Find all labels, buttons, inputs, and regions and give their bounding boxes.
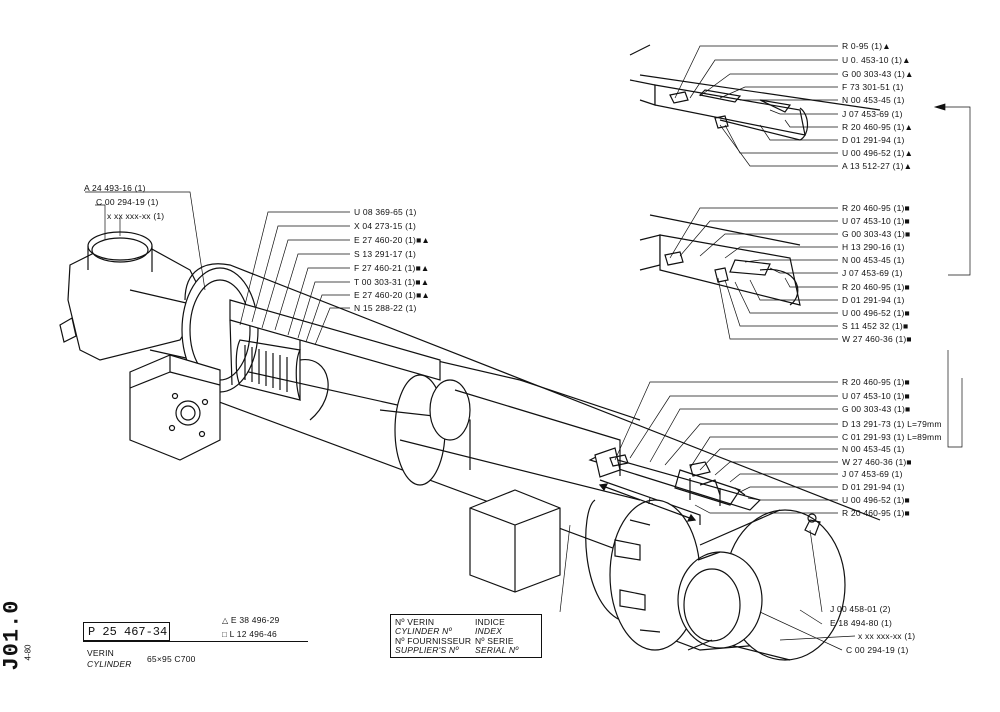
description-en: CYLINDER xyxy=(87,659,132,669)
gland-c-part-label: D 01 291-94 (1) xyxy=(842,482,905,492)
variant-ref: △ E 38 496-29 xyxy=(222,615,280,625)
gland-b-part-label: U 00 496-52 (1)■ xyxy=(842,308,910,318)
cylinder-barrel xyxy=(159,263,881,611)
leader-lines-c xyxy=(614,350,963,514)
base-part-label: E 18 494-80 (1) xyxy=(830,618,893,628)
base-part-label: J 00 458-01 (2) xyxy=(830,604,891,614)
gland-a-part-label: R 20 460-95 (1)▲ xyxy=(842,122,914,132)
gland-b-part-label: D 01 291-94 (1) xyxy=(842,295,905,305)
gland-a-part-label: F 73 301-51 (1) xyxy=(842,82,904,92)
piston-part-label: E 27 460-20 (1)■▲ xyxy=(354,235,431,245)
gland-c-part-label: D 13 291-73 (1) L=79mm xyxy=(842,419,942,429)
base-part-label: C 00 294-19 (1) xyxy=(846,645,909,655)
part-number: P 25 467-34 xyxy=(88,625,168,639)
gland-b-part-label: J 07 453-69 (1) xyxy=(842,268,903,278)
variant-ref: □ L 12 496-46 xyxy=(222,629,277,639)
gland-b-part-label: N 00 453-45 (1) xyxy=(842,255,905,265)
gland-b-part-label: W 27 460-36 (1)■ xyxy=(842,334,912,344)
gland-a-part-label: J 07 453-69 (1) xyxy=(842,109,903,119)
supplier-no-label: SUPPLIER'S Nº xyxy=(395,645,459,655)
gland-c-part-label: W 27 460-36 (1)■ xyxy=(842,457,912,467)
gland-b-part-label: G 00 303-43 (1)■ xyxy=(842,229,911,239)
description-size: 65×95 C700 xyxy=(147,654,196,664)
rod-end-label: x xx xxx-xx (1) xyxy=(107,211,165,221)
fournisseur-no-label: Nº FOURNISSEUR xyxy=(395,636,472,646)
leader-lines-piston xyxy=(239,211,350,346)
cylinder-no-label: CYLINDER Nº xyxy=(395,626,452,636)
gland-detail-c xyxy=(594,447,711,478)
description-fr: VERIN xyxy=(87,648,114,658)
gland-a-part-label: U 00 496-52 (1)▲ xyxy=(842,148,914,158)
indice-label: INDICE xyxy=(475,617,506,627)
gland-detail-b xyxy=(639,214,801,306)
serial-no-label: SERIAL Nº xyxy=(475,645,519,655)
gland-b-part-label: U 07 453-10 (1)■ xyxy=(842,216,910,226)
leader-lines-a xyxy=(674,45,971,276)
rod-end-label: C 00 294-19 (1) xyxy=(96,197,159,207)
port-block-base xyxy=(469,489,561,593)
rod-end-label: A 24 493-16 (1) xyxy=(84,183,146,193)
description-box: VERIN CYLINDER 65×95 C700 xyxy=(83,641,308,672)
piston-part-label: E 27 460-20 (1)■▲ xyxy=(354,290,431,300)
gland-c-part-label: C 01 291-93 (1) L=89mm xyxy=(842,432,942,442)
piston-part-label: F 27 460-21 (1)■▲ xyxy=(354,263,430,273)
leader-lines-ends xyxy=(85,191,856,651)
dimension-arrow-l xyxy=(598,483,697,522)
piston-part-label: S 13 291-17 (1) xyxy=(354,249,417,259)
gland-b-part-label: H 13 290-16 (1) xyxy=(842,242,905,252)
piston-part-label: N 15 288-22 (1) xyxy=(354,303,417,313)
serial-info-box: Nº VERIN CYLINDER Nº Nº FOURNISSEUR SUPP… xyxy=(390,614,542,658)
index-label: INDEX xyxy=(475,626,502,636)
date-code: 4-80 xyxy=(23,644,33,661)
base-part-label: x xx xxx-xx (1) xyxy=(858,631,916,641)
gland-c-part-label: R 20 460-95 (1)■ xyxy=(842,377,910,387)
gland-a-part-label: D 01 291-94 (1) xyxy=(842,135,905,145)
serie-label: Nº SERIE xyxy=(475,636,514,646)
port-block-rod xyxy=(129,354,221,461)
part-number-box: P 25 467-34 xyxy=(83,622,170,641)
gland-a-part-label: A 13 512-27 (1)▲ xyxy=(842,161,913,171)
gland-b-part-label: S 11 452 32 (1)■ xyxy=(842,321,909,331)
gland-a-part-label: U 0. 453-10 (1)▲ xyxy=(842,55,911,65)
piston-part-label: X 04 273-15 (1) xyxy=(354,221,417,231)
leader-lines-b xyxy=(669,207,838,340)
gland-a-part-label: N 00 453-45 (1) xyxy=(842,95,905,105)
gland-c-part-label: G 00 303-43 (1)■ xyxy=(842,404,911,414)
verin-no-label: Nº VERIN xyxy=(395,617,435,627)
gland-c-part-label: R 20 460-95 (1)■ xyxy=(842,508,910,518)
gland-a-part-label: R 0-95 (1)▲ xyxy=(842,41,891,51)
gland-b-part-label: R 20 460-95 (1)■ xyxy=(842,203,910,213)
dimension-l-label: L xyxy=(648,496,654,507)
gland-c-part-label: U 07 453-10 (1)■ xyxy=(842,391,910,401)
gland-c-part-label: U 00 496-52 (1)■ xyxy=(842,495,910,505)
piston-part-label: T 00 303-31 (1)■▲ xyxy=(354,277,430,287)
gland-b-part-label: R 20 460-95 (1)■ xyxy=(842,282,910,292)
gland-a-part-label: G 00 303-43 (1)▲ xyxy=(842,69,914,79)
cylinder-base-end xyxy=(585,499,846,661)
piston-part-label: U 08 369-65 (1) xyxy=(354,207,417,217)
gland-c-part-label: J 07 453-69 (1) xyxy=(842,469,903,479)
gland-c-part-label: N 00 453-45 (1) xyxy=(842,444,905,454)
